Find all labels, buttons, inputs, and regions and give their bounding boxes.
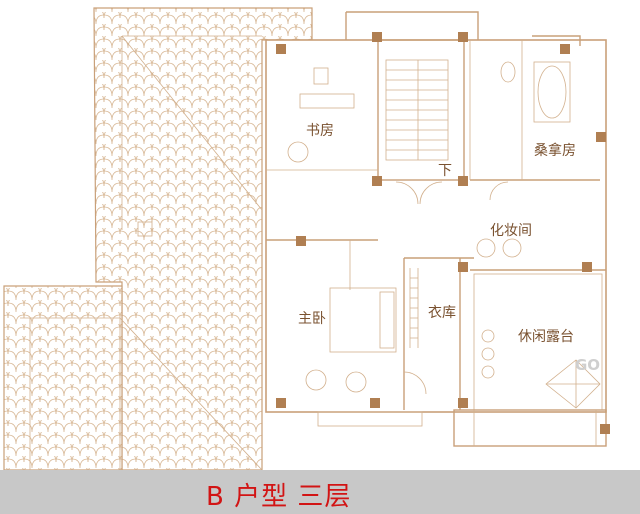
room-label-wardrobe: 衣库 (428, 305, 456, 321)
room-label-terrace: 休闲露台 (518, 329, 574, 345)
building-walls (265, 11, 607, 447)
room-label-master-bedroom: 主卧 (298, 311, 326, 327)
watermark-logo: GO (575, 356, 601, 374)
room-label-sauna: 桑拿房 (534, 143, 576, 159)
room-label-study: 书房 (306, 123, 334, 139)
structural-columns (276, 32, 610, 434)
stair-down-label: 下 (438, 163, 452, 179)
roof-tiles (3, 7, 313, 471)
plan-caption: B 户型 三层 (206, 482, 352, 512)
caption-band (0, 470, 640, 514)
room-label-dressing: 化妆间 (490, 223, 532, 239)
